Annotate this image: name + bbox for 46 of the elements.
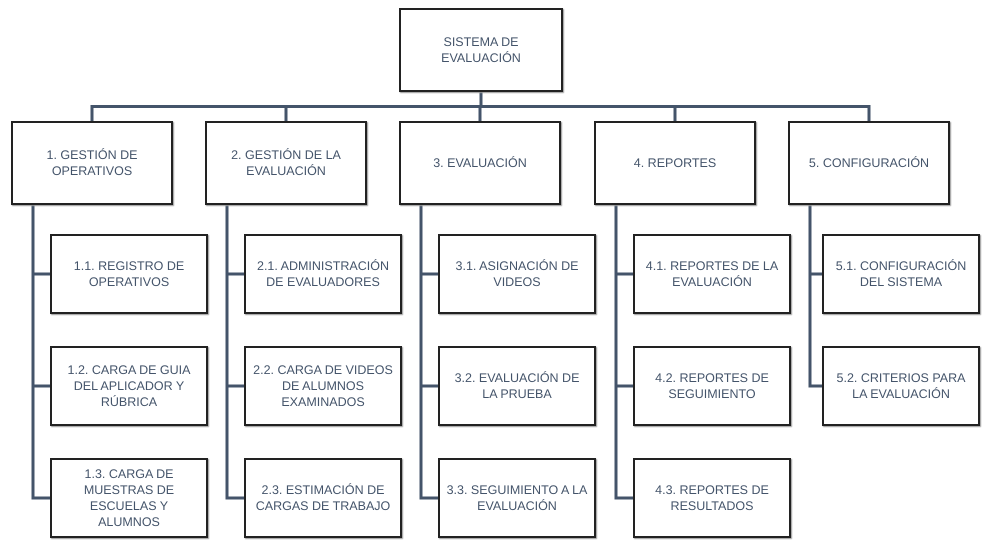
module-box (633, 346, 791, 426)
node-label: 4.1. REPORTES DE LA EVALUACIÓN (644, 258, 780, 290)
connector-line (226, 205, 244, 500)
module-box (822, 234, 980, 314)
node-label: 1. GESTIÓN DE OPERATIVOS (46, 146, 138, 180)
node-label: 5.2. CRITERIOS PARA LA EVALUACIÓN (836, 370, 966, 402)
connector-line (614, 205, 633, 500)
node-label: 2.3. ESTIMACIÓN DE CARGAS DE TRABAJO (254, 482, 392, 514)
node-label: 5. CONFIGURACIÓN (808, 154, 930, 172)
node-label: 1.3. CARGA DE MUESTRAS DE ESCUELAS Y ALUMNOS (82, 466, 176, 530)
module-box (50, 458, 208, 538)
module-box (244, 346, 402, 426)
module-box (244, 458, 402, 538)
module-box (438, 458, 596, 538)
node-label: 3.2. EVALUACIÓN DE LA PRUEBA (454, 370, 580, 402)
connector-line (480, 92, 870, 121)
module-box (594, 121, 756, 205)
root-box (399, 8, 563, 92)
node-label: 1.1. REGISTRO DE OPERATIVOS (72, 258, 186, 290)
connector-line (32, 205, 50, 500)
module-box (244, 234, 402, 314)
module-box (633, 234, 791, 314)
module-box (788, 121, 950, 205)
node-label: 4.2. REPORTES DE SEGUIMIENTO (654, 370, 770, 402)
node-label: 2. GESTIÓN DE LA EVALUACIÓN (230, 146, 342, 180)
node-label: 4. REPORTES (634, 154, 716, 172)
node-label: 3.3. SEGUIMIENTO A LA EVALUACIÓN (446, 482, 588, 514)
module-box (438, 234, 596, 314)
module-box (633, 458, 791, 538)
connector-line (420, 205, 438, 500)
module-box (205, 121, 367, 205)
node-label: 2.1. ADMINISTRACIÓN DE EVALUADORES (256, 258, 390, 290)
module-box (11, 121, 173, 205)
node-label: 4.3. REPORTES DE RESULTADOS (654, 482, 770, 514)
module-box (438, 346, 596, 426)
node-label: 2.2. CARGA DE VIDEOS DE ALUMNOS EXAMINADOS (252, 362, 394, 410)
connector-line (808, 205, 822, 388)
node-label: 3.1. ASIGNACIÓN DE VIDEOS (454, 258, 580, 290)
module-box (399, 121, 561, 205)
node-label: SISTEMA DE EVALUACIÓN (440, 34, 522, 66)
node-label: 1.2. CARGA DE GUIA DEL APLICADOR Y RÚBRICA (66, 362, 192, 410)
module-box (822, 346, 980, 426)
module-box (50, 346, 208, 426)
node-label: 3. EVALUACIÓN (433, 154, 527, 172)
module-box (50, 234, 208, 314)
node-label: 5.1. CONFIGURACIÓN DEL SISTEMA (834, 258, 968, 290)
